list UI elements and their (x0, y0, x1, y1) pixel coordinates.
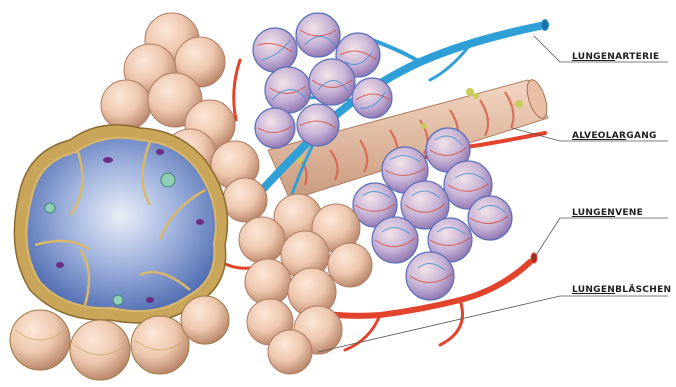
leader-line-lungenblaeschen (318, 296, 668, 352)
alveolus-cross-section (14, 125, 227, 323)
label-lungenarterie-underlined: LUNGEN (572, 52, 615, 62)
label-alveolargang-underlined: ALVEOLAR (572, 131, 626, 141)
leader-line-lungenvene (533, 218, 668, 260)
label-lungenvene: LUNGENVENE (572, 208, 643, 219)
label-lungenarterie: LUNGENARTERIE (572, 52, 659, 63)
label-lungenblaeschen: LUNGENBLÄSCHEN (572, 285, 671, 296)
label-lungenblaeschen-rest: BLÄSCHEN (615, 285, 671, 295)
label-lungenvene-underlined: LUNGEN (572, 208, 615, 218)
label-alveolargang: ALVEOLARGANG (572, 131, 657, 142)
label-lungenvene-rest: VENE (615, 208, 643, 218)
label-lungenblaeschen-underlined: LUNGEN (572, 285, 615, 295)
label-alveolargang-rest: GANG (626, 131, 656, 141)
label-lungenarterie-rest: ARTERIE (615, 52, 659, 62)
